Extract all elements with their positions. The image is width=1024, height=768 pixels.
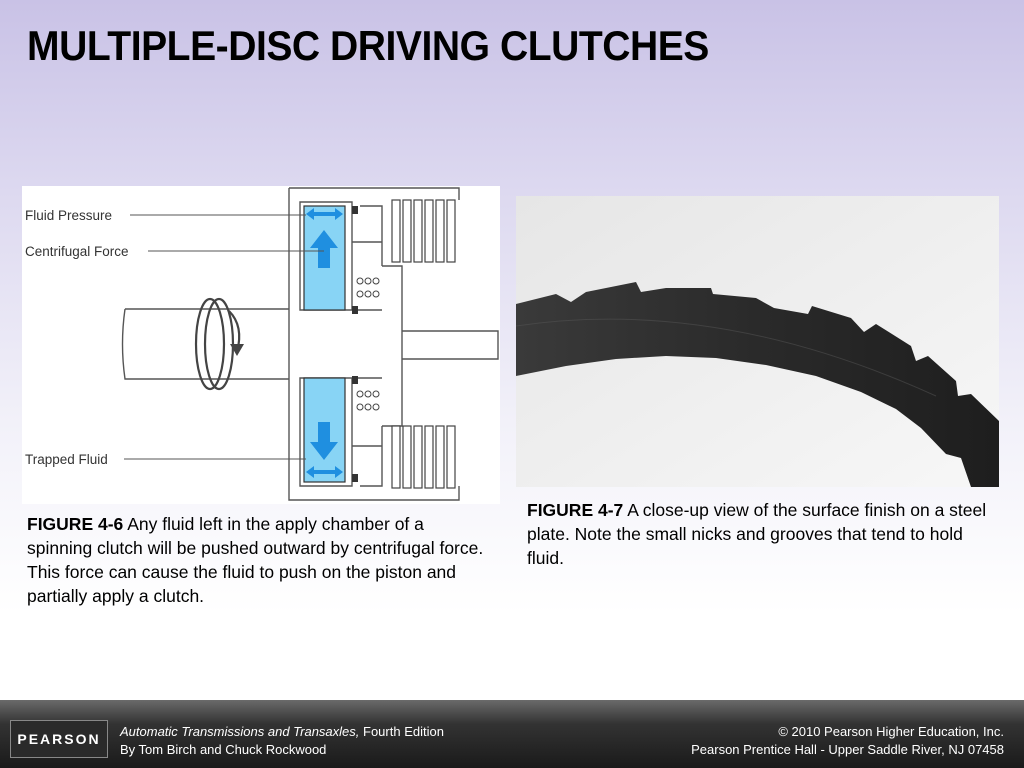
book-info: Automatic Transmissions and Transaxles, … — [120, 723, 444, 759]
copyright-text: © 2010 Pearson Higher Education, Inc. — [778, 724, 1004, 739]
upper-fluid-chamber — [303, 205, 346, 311]
fluid-pressure-arrows — [306, 208, 343, 478]
book-title: Automatic Transmissions and Transaxles, — [120, 724, 360, 739]
steel-plate-photo — [516, 196, 999, 487]
book-edition: Fourth Edition — [363, 724, 444, 739]
slide-title: MULTIPLE-DISC DRIVING CLUTCHES — [27, 22, 709, 69]
publisher-info: © 2010 Pearson Higher Education, Inc. Pe… — [691, 723, 1004, 759]
label-centrifugal-force: Centrifugal Force — [25, 244, 129, 259]
figure-4-7-text: A close-up view of the surface finish on… — [527, 500, 987, 568]
upper-clutch-plates — [391, 199, 456, 263]
centrifugal-force-arrows — [310, 230, 338, 460]
clutch-diagram: Fluid Pressure Centrifugal Force Trapped… — [25, 187, 499, 501]
housing-outline — [288, 187, 460, 501]
figure-4-6-diagram: Fluid Pressure Centrifugal Force Trapped… — [22, 186, 500, 504]
figure-4-7-caption: FIGURE 4-7 A close-up view of the surfac… — [527, 498, 997, 570]
figure-4-7-photo — [516, 196, 999, 487]
slide-footer: PEARSON Automatic Transmissions and Tran… — [0, 700, 1024, 768]
rotation-arrow-head — [230, 344, 244, 356]
output-shaft — [402, 330, 499, 360]
figure-4-7-label: FIGURE 4-7 — [527, 500, 624, 520]
spring-guides — [352, 241, 382, 447]
figure-4-6-text: Any fluid left in the apply chamber of a… — [27, 514, 484, 606]
label-trapped-fluid: Trapped Fluid — [25, 452, 108, 467]
piston-seals — [352, 206, 358, 482]
input-shaft — [121, 308, 289, 380]
lower-clutch-plates — [391, 425, 456, 489]
steel-plate — [516, 282, 999, 487]
return-springs — [356, 277, 380, 411]
plate-surface-texture — [516, 318, 937, 397]
figure-4-6-caption: FIGURE 4-6 Any fluid left in the apply c… — [27, 512, 487, 608]
pearson-logo: PEARSON — [10, 720, 108, 758]
leader-lines — [124, 214, 324, 460]
figure-4-6-label: FIGURE 4-6 — [27, 514, 124, 534]
book-authors: By Tom Birch and Chuck Rockwood — [120, 742, 327, 757]
label-fluid-pressure: Fluid Pressure — [25, 208, 112, 223]
publisher-text: Pearson Prentice Hall - Upper Saddle Riv… — [691, 742, 1004, 757]
